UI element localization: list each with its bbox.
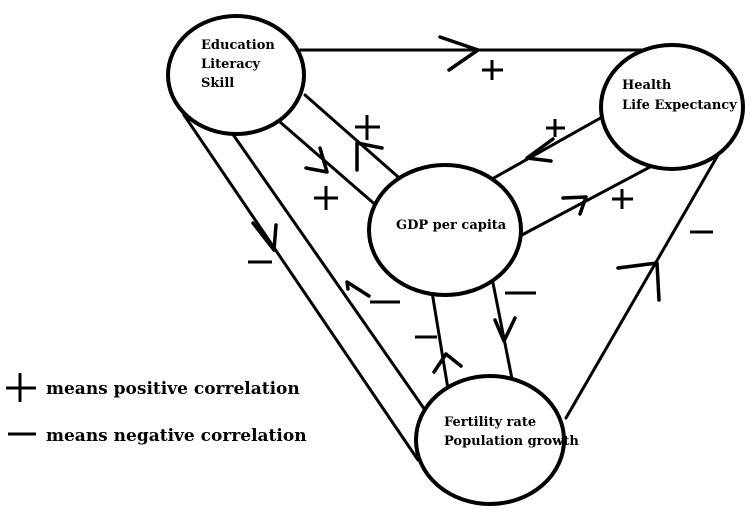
node-fertility-line-2: Population growth [444, 434, 579, 449]
node-gdp-line-1: GDP per capita [396, 218, 507, 233]
node-gdp: GDP per capita [367, 163, 523, 297]
node-education-line-1: Education [201, 38, 275, 53]
node-education: Education Literacy Skill [166, 14, 306, 136]
node-fertility-line-1: Fertility rate [444, 415, 536, 430]
arrowhead-fertility-to-gdp [432, 352, 463, 374]
sign-plus-gdp-health [612, 189, 633, 209]
arrowhead-gdp-to-fertility [493, 316, 517, 343]
node-health-line-1: Health [622, 78, 672, 93]
arrowhead-fertility-to-education [345, 280, 371, 298]
arrowhead-fertility-to-health [616, 261, 661, 302]
sign-plus-health-gdp [546, 119, 565, 137]
node-health: Health Life Expectancy [599, 43, 745, 171]
edge-education-to-gdp [278, 120, 380, 209]
legend-positive-text: means positive correlation [46, 379, 300, 399]
edge-health-to-gdp [474, 114, 606, 190]
arrowhead-gdp-to-education [355, 141, 384, 172]
edge-gdp-to-fertility [491, 281, 515, 386]
edge-fertility-to-education [230, 131, 427, 412]
arrowhead-education-to-health [438, 35, 480, 72]
legend: means positive correlation means negativ… [6, 373, 307, 446]
edge-fertility-to-gdp [430, 290, 450, 391]
node-fertility: Fertility rate Population growth [414, 374, 579, 506]
node-education-line-3: Skill [201, 76, 234, 91]
arrowhead-health-to-gdp [525, 137, 555, 163]
node-health-line-2: Life Expectancy [622, 98, 737, 113]
arrowhead-education-to-gdp [304, 146, 329, 174]
arrowhead-education-to-fertility [251, 221, 278, 252]
legend-negative-text: means negative correlation [46, 426, 307, 446]
edge-gdp-to-education [303, 93, 407, 185]
sign-plus-education-gdp [314, 186, 338, 210]
edge-fertility-to-health [564, 146, 724, 420]
edge-education-to-fertility [182, 113, 420, 462]
sign-plus-education-health [482, 60, 503, 80]
legend-plus-symbol [6, 373, 36, 402]
arrowhead-gdp-to-health [561, 195, 588, 216]
sign-plus-gdp-education [355, 115, 380, 140]
node-education-line-2: Literacy [201, 57, 261, 72]
